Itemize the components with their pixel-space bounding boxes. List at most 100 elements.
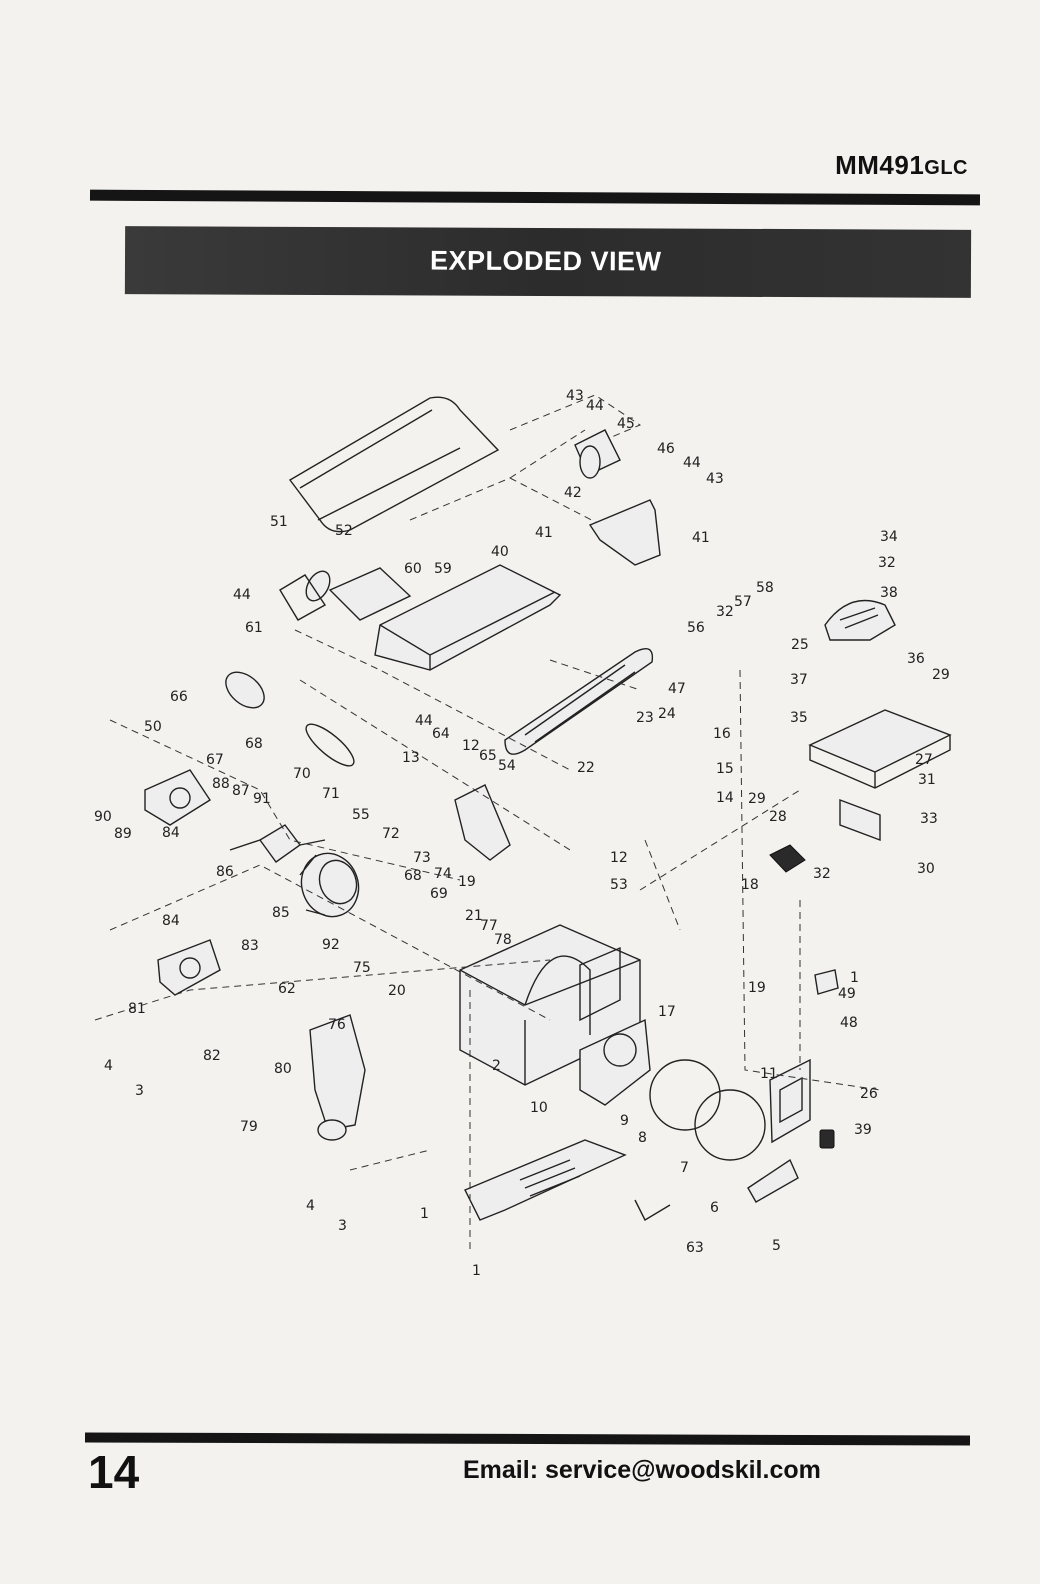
part-label-7: 7 [680,1160,689,1176]
part-label-30: 30 [917,861,935,877]
part-label-31: 31 [918,772,936,788]
part-label-5: 5 [772,1238,781,1254]
part-label-44-3: 44 [233,587,251,603]
part-label-76: 76 [328,1017,346,1033]
part-label-81: 81 [128,1001,146,1017]
part-label-36: 36 [907,651,925,667]
header-rule [89,189,981,206]
part-label-1-3: 1 [472,1263,481,1279]
part-label-2: 2 [492,1058,501,1074]
part-label-69: 69 [430,886,448,902]
model-suffix: GLC [924,157,968,179]
part-label-68: 68 [245,736,263,752]
part-label-80: 80 [274,1061,292,1077]
part-label-57: 57 [734,594,752,610]
part-label-38: 38 [880,585,898,601]
part-label-86: 86 [216,864,234,880]
part-label-10: 10 [530,1100,548,1116]
part-label-43-2: 43 [706,471,724,487]
part-label-34: 34 [880,529,898,545]
part-label-58: 58 [756,580,774,596]
part-label-19-2: 19 [748,980,766,996]
part-label-6: 6 [710,1200,719,1216]
part-label-27: 27 [915,752,933,768]
model-number: MM491GLC [835,150,968,181]
part-label-70: 70 [293,766,311,782]
part-label-60: 60 [404,561,422,577]
part-label-23: 23 [636,710,654,726]
diagram-parts [94,394,952,1250]
part-label-53: 53 [610,877,628,893]
part-label-9: 9 [620,1113,629,1129]
part-label-91: 91 [253,791,271,807]
part-label-63: 63 [686,1240,704,1256]
part-label-62: 62 [278,981,296,997]
part-label-48: 48 [840,1015,858,1031]
part-label-78: 78 [494,932,512,948]
part-label-85: 85 [272,905,290,921]
footer-rule [84,1432,971,1446]
part-label-4: 4 [104,1058,113,1074]
part-label-11: 11 [760,1066,778,1082]
part-label-50: 50 [144,719,162,735]
part-label-51: 51 [270,514,288,530]
part-label-71: 71 [322,786,340,802]
part-label-29: 29 [932,667,950,683]
section-banner: EXPLODED VIEW [124,226,972,298]
part-label-32-3: 32 [813,866,831,882]
contact-email: Email: service@woodskil.com [463,1456,821,1484]
part-label-83: 83 [241,938,259,954]
part-label-41: 41 [535,525,553,541]
part-label-40: 40 [491,544,509,560]
part-label-15: 15 [716,761,734,777]
part-label-26: 26 [860,1086,878,1102]
part-label-41-2: 41 [692,530,710,546]
part-label-32-2: 32 [716,604,734,620]
part-label-43: 43 [566,388,584,404]
part-label-33: 33 [920,811,938,827]
model-main: MM491 [835,150,925,180]
part-label-68-2: 68 [404,868,422,884]
part-label-44: 44 [586,398,604,414]
part-label-90: 90 [94,809,112,825]
part-label-44-4: 44 [415,713,433,729]
part-label-82: 82 [203,1048,221,1064]
part-label-12: 12 [462,738,480,754]
part-label-17: 17 [658,1004,676,1020]
part-label-4-2: 4 [306,1198,315,1214]
exploded-view-diagram: 1112334456789101112121314151617181919202… [94,388,952,1279]
part-label-84: 84 [162,825,180,841]
part-label-79: 79 [240,1119,258,1135]
part-label-1: 1 [850,970,859,986]
part-label-1-2: 1 [420,1206,429,1222]
part-label-16: 16 [713,726,731,742]
part-label-84-2: 84 [162,913,180,929]
page-number: 14 [88,1446,140,1498]
part-label-22: 22 [577,760,595,776]
part-label-72: 72 [382,826,400,842]
part-label-3-2: 3 [338,1218,347,1234]
part-label-3: 3 [135,1083,144,1099]
part-label-89: 89 [114,826,132,842]
part-label-19: 19 [458,874,476,890]
part-label-92: 92 [322,937,340,953]
part-label-14: 14 [716,790,734,806]
part-label-29-2: 29 [748,791,766,807]
part-label-59: 59 [434,561,452,577]
part-label-45: 45 [617,416,635,432]
part-label-37: 37 [790,672,808,688]
part-label-25: 25 [791,637,809,653]
part-label-87: 87 [232,783,250,799]
part-label-74: 74 [434,866,452,882]
part-label-8: 8 [638,1130,647,1146]
part-label-21: 21 [465,908,483,924]
part-label-46: 46 [657,441,675,457]
part-label-49: 49 [838,986,856,1002]
part-label-55: 55 [352,807,370,823]
part-label-77: 77 [480,918,498,934]
part-label-54: 54 [498,758,516,774]
part-label-42: 42 [564,485,582,501]
part-labels: 1112334456789101112121314151617181919202… [94,388,950,1279]
part-label-44-2: 44 [683,455,701,471]
part-label-73: 73 [413,850,431,866]
